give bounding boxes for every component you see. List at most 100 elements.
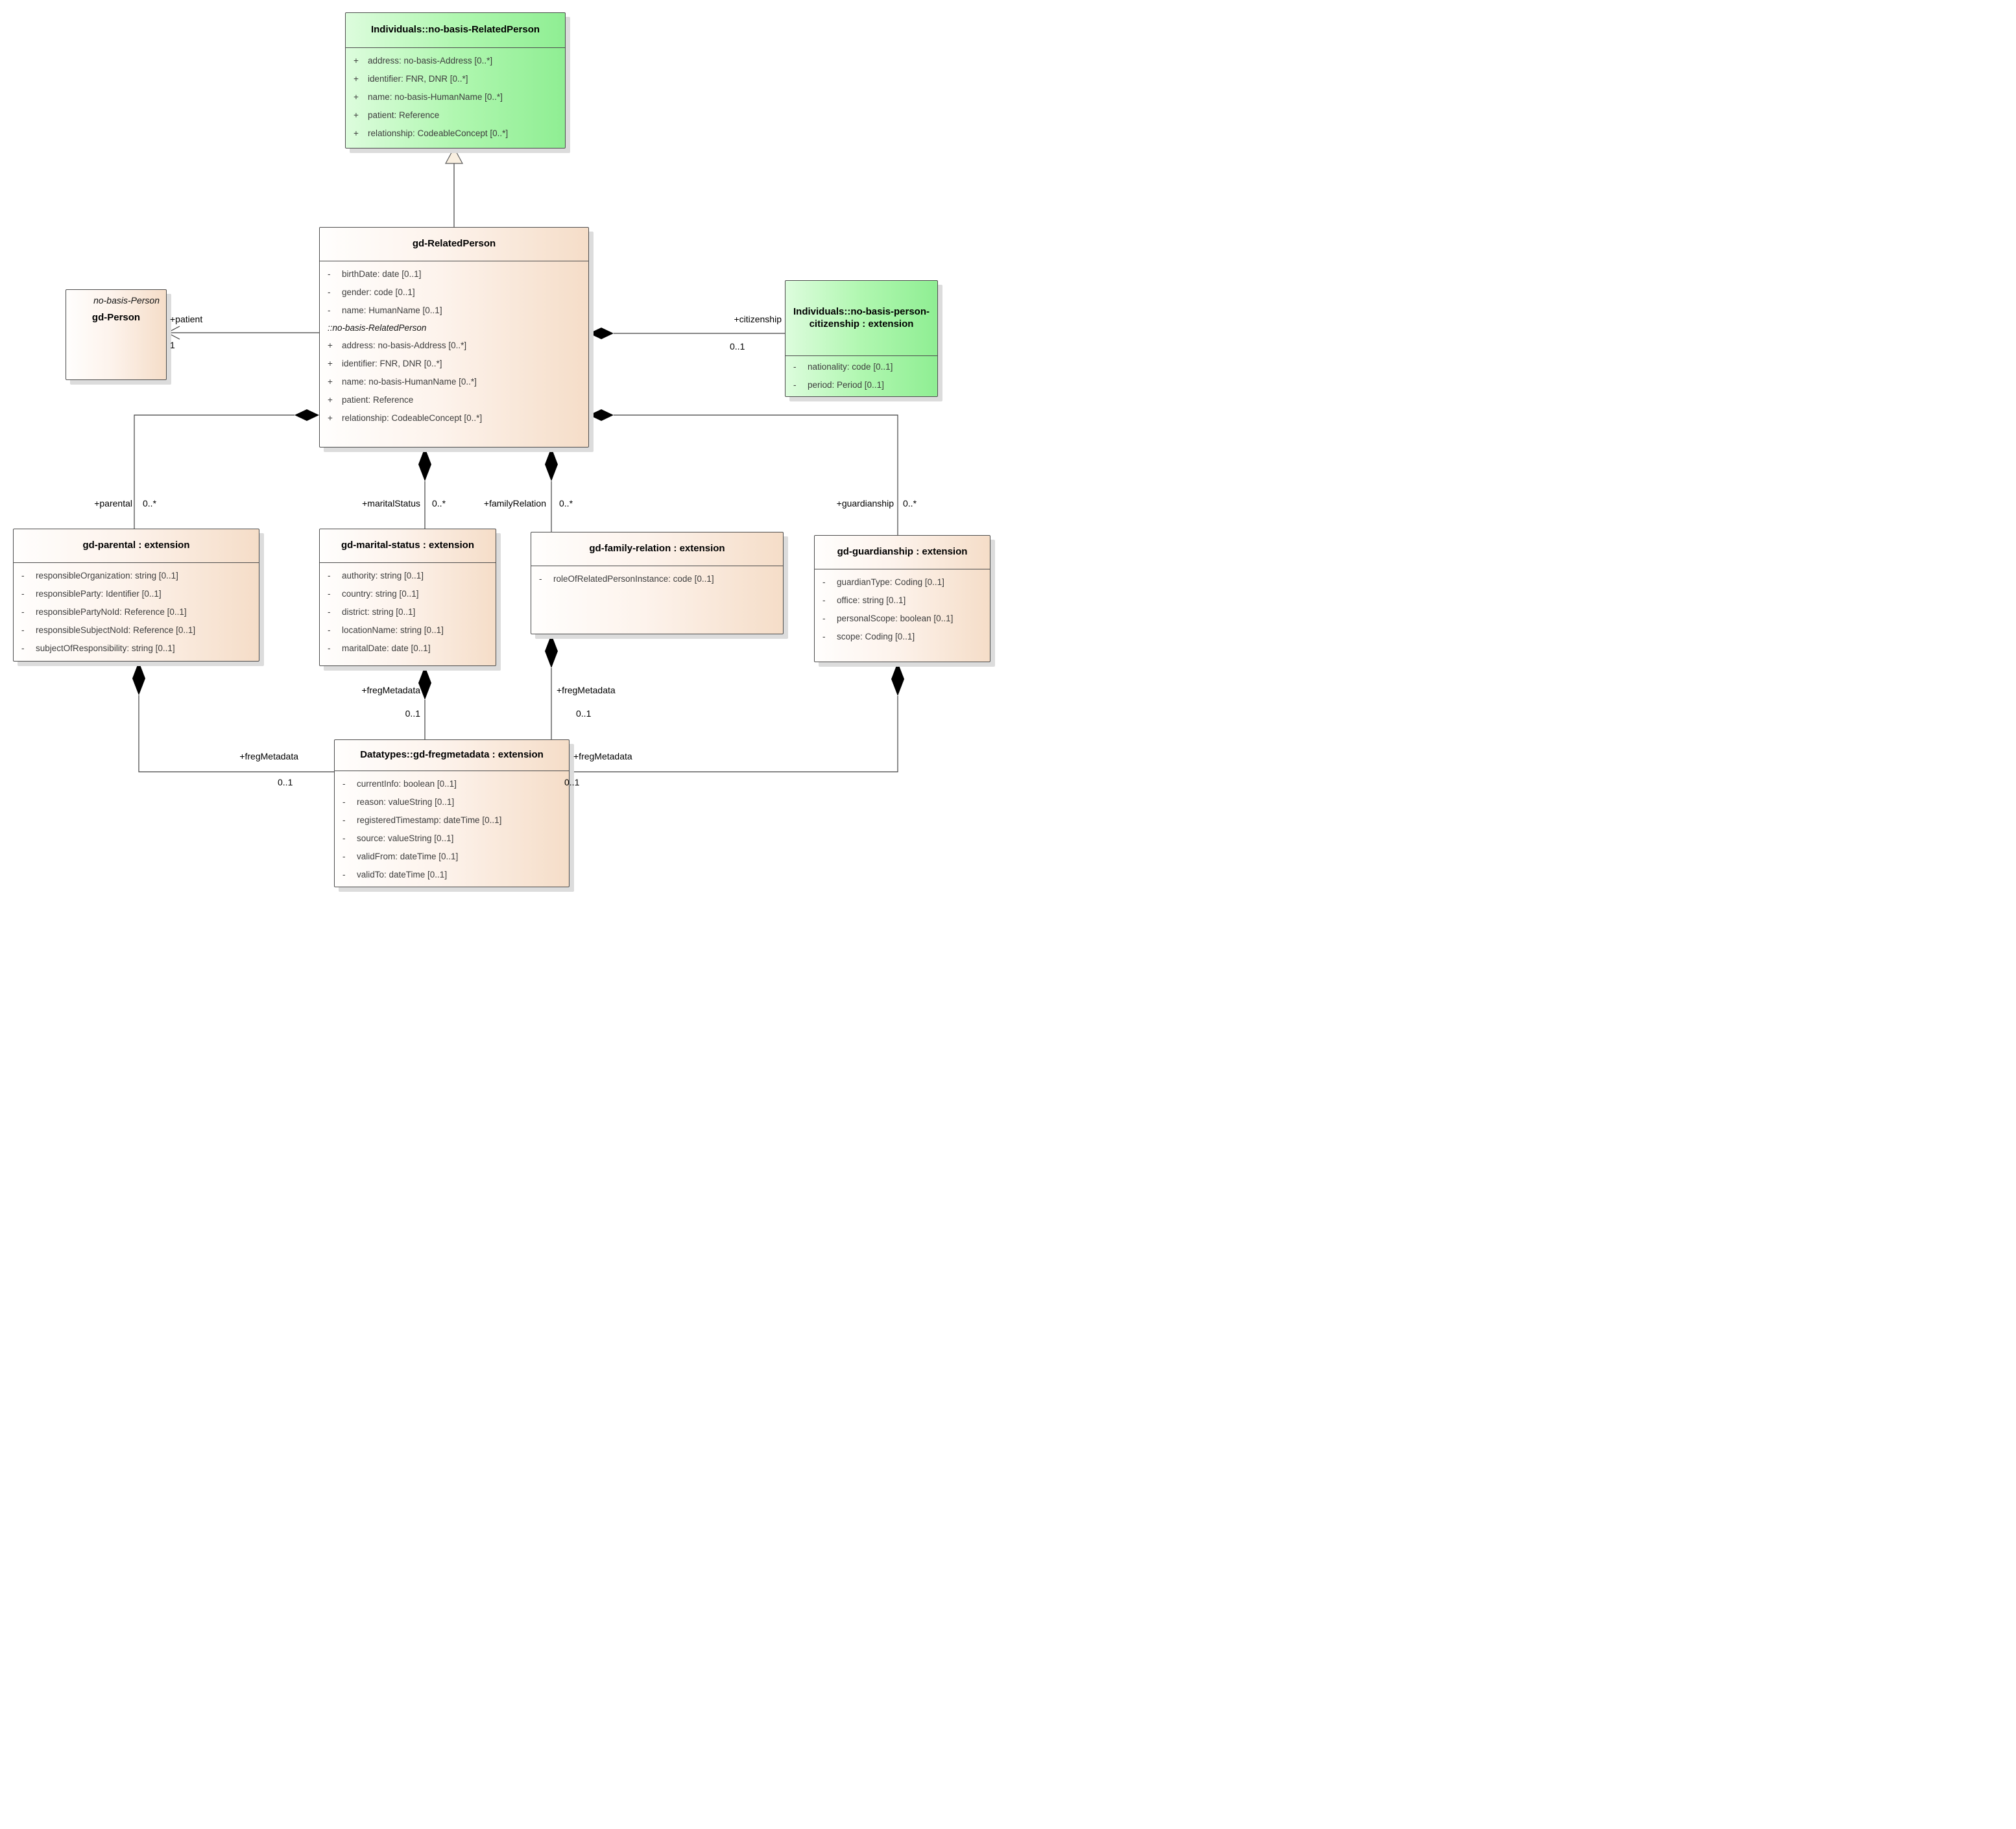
- attr-text: relationship: CodeableConcept [0..*]: [342, 412, 483, 423]
- class-title: gd-parental : extension: [14, 529, 259, 563]
- attr-text: name: no-basis-HumanName [0..*]: [342, 376, 477, 387]
- attribute-row: -country: string [0..1]: [320, 584, 496, 603]
- attribute-row: -responsiblePartyNoId: Reference [0..1]: [14, 603, 259, 621]
- attr-visibility: -: [21, 643, 25, 653]
- class-title: gd-Person: [91, 312, 141, 323]
- attr-text: birthDate: date [0..1]: [342, 269, 422, 279]
- attribute-row: + relationship: CodeableConcept [0..*]: [320, 409, 588, 427]
- attr-text: guardianType: Coding [0..1]: [837, 577, 944, 587]
- composition-diamond-icon: [294, 409, 319, 421]
- attr-text: gender: code [0..1]: [342, 287, 415, 297]
- attr-text: subjectOfResponsibility: string [0..1]: [36, 643, 175, 653]
- attr-visibility: +: [354, 73, 359, 84]
- attribute-row: -responsibleParty: Identifier [0..1]: [14, 584, 259, 603]
- attr-visibility: +: [354, 55, 359, 66]
- attr-text: authority: string [0..1]: [342, 570, 424, 580]
- attr-text: responsibleOrganization: string [0..1]: [36, 570, 178, 580]
- attr-visibility: -: [793, 361, 797, 372]
- attribute-compartment: +address: no-basis-Address [0..*] +ident…: [346, 48, 565, 142]
- attr-visibility: -: [328, 625, 331, 635]
- family-relation-composition-edge: [545, 448, 558, 532]
- role-label-fregmetadata-parental: +fregMetadata: [239, 751, 298, 761]
- attribute-row: -authority: string [0..1]: [320, 566, 496, 584]
- class-gd-marital-status: gd-marital-status : extension -authority…: [319, 529, 496, 666]
- attribute-row: -reason: valueString [0..1]: [335, 793, 569, 811]
- attribute-compartment: -nationality: code [0..1] -period: Perio…: [786, 356, 937, 394]
- attribute-row: - subjectOfResponsibility: string [0..1]: [14, 639, 259, 657]
- attribute-row: - locationName: string [0..1]: [320, 621, 496, 639]
- attr-visibility: -: [328, 606, 331, 617]
- class-gd-guardianship: gd-guardianship : extension -guardianTyp…: [814, 535, 990, 662]
- attribute-row: - responsibleSubjectNoId: Reference [0..1…: [14, 621, 259, 639]
- generalization-edge: [444, 147, 464, 227]
- attr-visibility: -: [342, 778, 346, 789]
- composition-diamond-icon: [589, 409, 614, 421]
- attr-text: country: string [0..1]: [342, 588, 419, 599]
- class-title: Individuals::no-basis-RelatedPerson: [346, 13, 565, 48]
- composition-diamond-icon: [545, 634, 558, 668]
- attr-text: personalScope: boolean [0..1]: [837, 613, 954, 623]
- multiplicity-label-fregmetadata-family: 0..1: [576, 708, 592, 719]
- uml-class-diagram: Individuals::no-basis-RelatedPerson +add…: [0, 0, 1008, 914]
- attr-visibility: -: [822, 631, 826, 641]
- multiplicity-label-fregmetadata-parental: 0..1: [278, 777, 293, 787]
- attr-text: identifier: FNR, DNR [0..*]: [368, 73, 468, 84]
- attr-text: responsibleSubjectNoId: Reference [0..1]: [36, 625, 196, 635]
- attr-visibility: -: [342, 796, 346, 807]
- attribute-row: -currentInfo: boolean [0..1]: [335, 774, 569, 793]
- attr-text: source: valueString [0..1]: [357, 833, 454, 843]
- guardianship-composition-edge: [589, 409, 898, 535]
- attribute-row: +patient: Reference: [320, 390, 588, 409]
- attr-text: validFrom: dateTime [0..1]: [357, 851, 459, 861]
- attribute-row: -maritalDate: date [0..1]: [320, 639, 496, 657]
- attr-visibility: -: [822, 595, 826, 605]
- attr-visibility: -: [822, 613, 826, 623]
- role-label-marital-status: +maritalStatus: [362, 498, 420, 508]
- attr-text: district: string [0..1]: [342, 606, 416, 617]
- attr-text: responsibleParty: Identifier [0..1]: [36, 588, 162, 599]
- attr-text: maritalDate: date [0..1]: [342, 643, 431, 653]
- attr-text: scope: Coding [0..1]: [837, 631, 915, 641]
- composition-diamond-icon: [132, 662, 145, 695]
- class-title: gd-RelatedPerson: [320, 228, 588, 261]
- attribute-row: +address: no-basis-Address [0..*]: [320, 336, 588, 354]
- attr-visibility: +: [328, 376, 333, 387]
- attribute-row: + identifier: FNR, DNR [0..*]: [346, 69, 565, 88]
- attr-visibility: -: [822, 577, 826, 587]
- class-title: gd-marital-status : extension: [320, 529, 496, 563]
- attr-text: name: HumanName [0..1]: [342, 305, 442, 315]
- attr-text: period: Period [0..1]: [808, 379, 884, 390]
- attribute-row: -nationality: code [0..1]: [786, 357, 937, 376]
- attr-visibility: -: [342, 815, 346, 825]
- attr-text: address: no-basis-Address [0..*]: [342, 340, 467, 350]
- class-gd-fregmetadata: Datatypes::gd-fregmetadata : extension -…: [334, 739, 570, 887]
- attr-text: office: string [0..1]: [837, 595, 906, 605]
- role-label-patient: +patient: [170, 314, 203, 324]
- inherited-attributes-header: ::no-basis-RelatedPerson: [328, 322, 427, 333]
- attr-text: identifier: FNR, DNR [0..*]: [342, 358, 442, 368]
- composition-diamond-icon: [418, 448, 431, 481]
- role-label-citizenship: +citizenship: [734, 314, 782, 324]
- attr-visibility: -: [328, 588, 331, 599]
- attr-visibility: -: [342, 869, 346, 879]
- guardianship-fregmetadata-edge: [570, 662, 904, 772]
- attr-visibility: +: [354, 91, 359, 102]
- attribute-row: - office: string [0..1]: [815, 591, 990, 609]
- attr-visibility: +: [328, 412, 333, 423]
- role-label-family-relation: +familyRelation: [483, 498, 546, 508]
- attribute-row: - scope: Coding [0..1]: [815, 627, 990, 645]
- class-no-basis-person-citizenship: Individuals::no-basis-person-citizenship…: [785, 280, 938, 397]
- multiplicity-label-fregmetadata-marital: 0..1: [405, 708, 420, 719]
- multiplicity-label-fregmetadata-guardianship: 0..1: [564, 777, 580, 787]
- attribute-row: - guardianType: Coding [0..1]: [815, 573, 990, 591]
- attr-visibility: -: [342, 851, 346, 861]
- attr-text: locationName: string [0..1]: [342, 625, 444, 635]
- attribute-row: -source: valueString [0..1]: [335, 829, 569, 847]
- marital-fregmetadata-edge: [418, 666, 431, 739]
- attribute-compartment: -birthDate: date [0..1] -gender: code [0…: [320, 261, 588, 427]
- open-arrow-icon: [166, 326, 180, 340]
- attr-visibility: -: [21, 625, 25, 635]
- attr-visibility: -: [793, 379, 797, 390]
- composition-diamond-icon: [545, 448, 558, 481]
- attribute-row: -registeredTimestamp: dateTime [0..1]: [335, 811, 569, 829]
